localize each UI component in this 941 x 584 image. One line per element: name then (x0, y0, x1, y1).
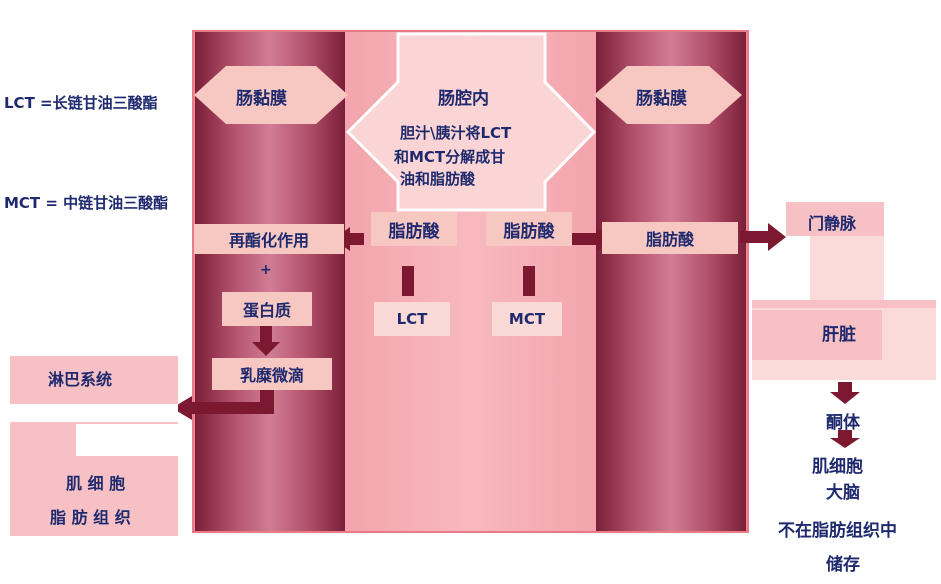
lymph-title: 淋巴系统 (48, 370, 113, 389)
lumen-text-line1: 胆汁\胰汁将LCT (400, 124, 512, 142)
lumen-double-arrow (345, 32, 597, 212)
portal-vein-stem (810, 236, 884, 300)
mct-definition: MCT = 中链甘油三酸酯 (4, 194, 169, 212)
liver-panel-top (752, 300, 936, 308)
no-storage-line1: 不在脂肪组织中 (778, 521, 897, 541)
lumen-text-line3: 油和脂肪酸 (400, 170, 476, 188)
lymph-muscle-cell: 肌 细 胞 (66, 474, 126, 493)
protein-box: 蛋白质 (222, 292, 312, 326)
fatty-acid-box-right: 脂肪酸 (486, 212, 572, 246)
lymph-white-notch (76, 424, 180, 456)
lymph-white-strip (10, 404, 178, 422)
arrow-chylomicron-to-lymph (172, 390, 274, 420)
mct-box: MCT (492, 302, 562, 336)
arrow-ketone-to-muscle (830, 430, 860, 448)
fatty-acid-box-left: 脂肪酸 (371, 212, 457, 246)
lumen-title: 肠腔内 (438, 89, 489, 109)
liver-label: 肝脏 (822, 325, 856, 345)
lct-definition: LCT =长链甘油三酸酯 (4, 94, 158, 112)
re-esterification-box: 再酯化作用 (194, 224, 344, 254)
lymph-adipose: 脂 肪 组 织 (50, 508, 131, 527)
ketone-label: 酮体 (826, 413, 860, 433)
mucosa-left-label: 肠黏膜 (236, 89, 287, 109)
liver-inner (752, 310, 882, 360)
portal-vein-box (786, 202, 884, 236)
fatty-acid-mucosa-right-box: 脂肪酸 (602, 222, 738, 254)
arrow-protein-to-chylomicron (252, 326, 280, 356)
no-storage-line2: 储存 (826, 555, 860, 575)
chylomicron-box: 乳糜微滴 (212, 358, 332, 390)
muscle-cell-label: 肌细胞 (812, 457, 863, 477)
lct-box: LCT (374, 302, 450, 336)
portal-vein-label: 门静脉 (808, 214, 857, 233)
mucosa-left-hexagon (194, 66, 348, 124)
plus-sign: + (260, 262, 272, 278)
mucosa-right-label: 肠黏膜 (636, 89, 687, 109)
brain-label: 大脑 (826, 483, 860, 503)
connector-lct (402, 266, 414, 296)
arrow-to-portal-vein (740, 223, 786, 251)
mucosa-right-hexagon (594, 66, 742, 124)
arrow-to-right-mucosa (570, 227, 612, 251)
arrow-liver-to-ketone (830, 382, 860, 404)
arrow-to-reesterification (334, 227, 364, 251)
connector-mct (523, 266, 535, 296)
lumen-text-line2: 和MCT分解成甘 (394, 148, 506, 166)
